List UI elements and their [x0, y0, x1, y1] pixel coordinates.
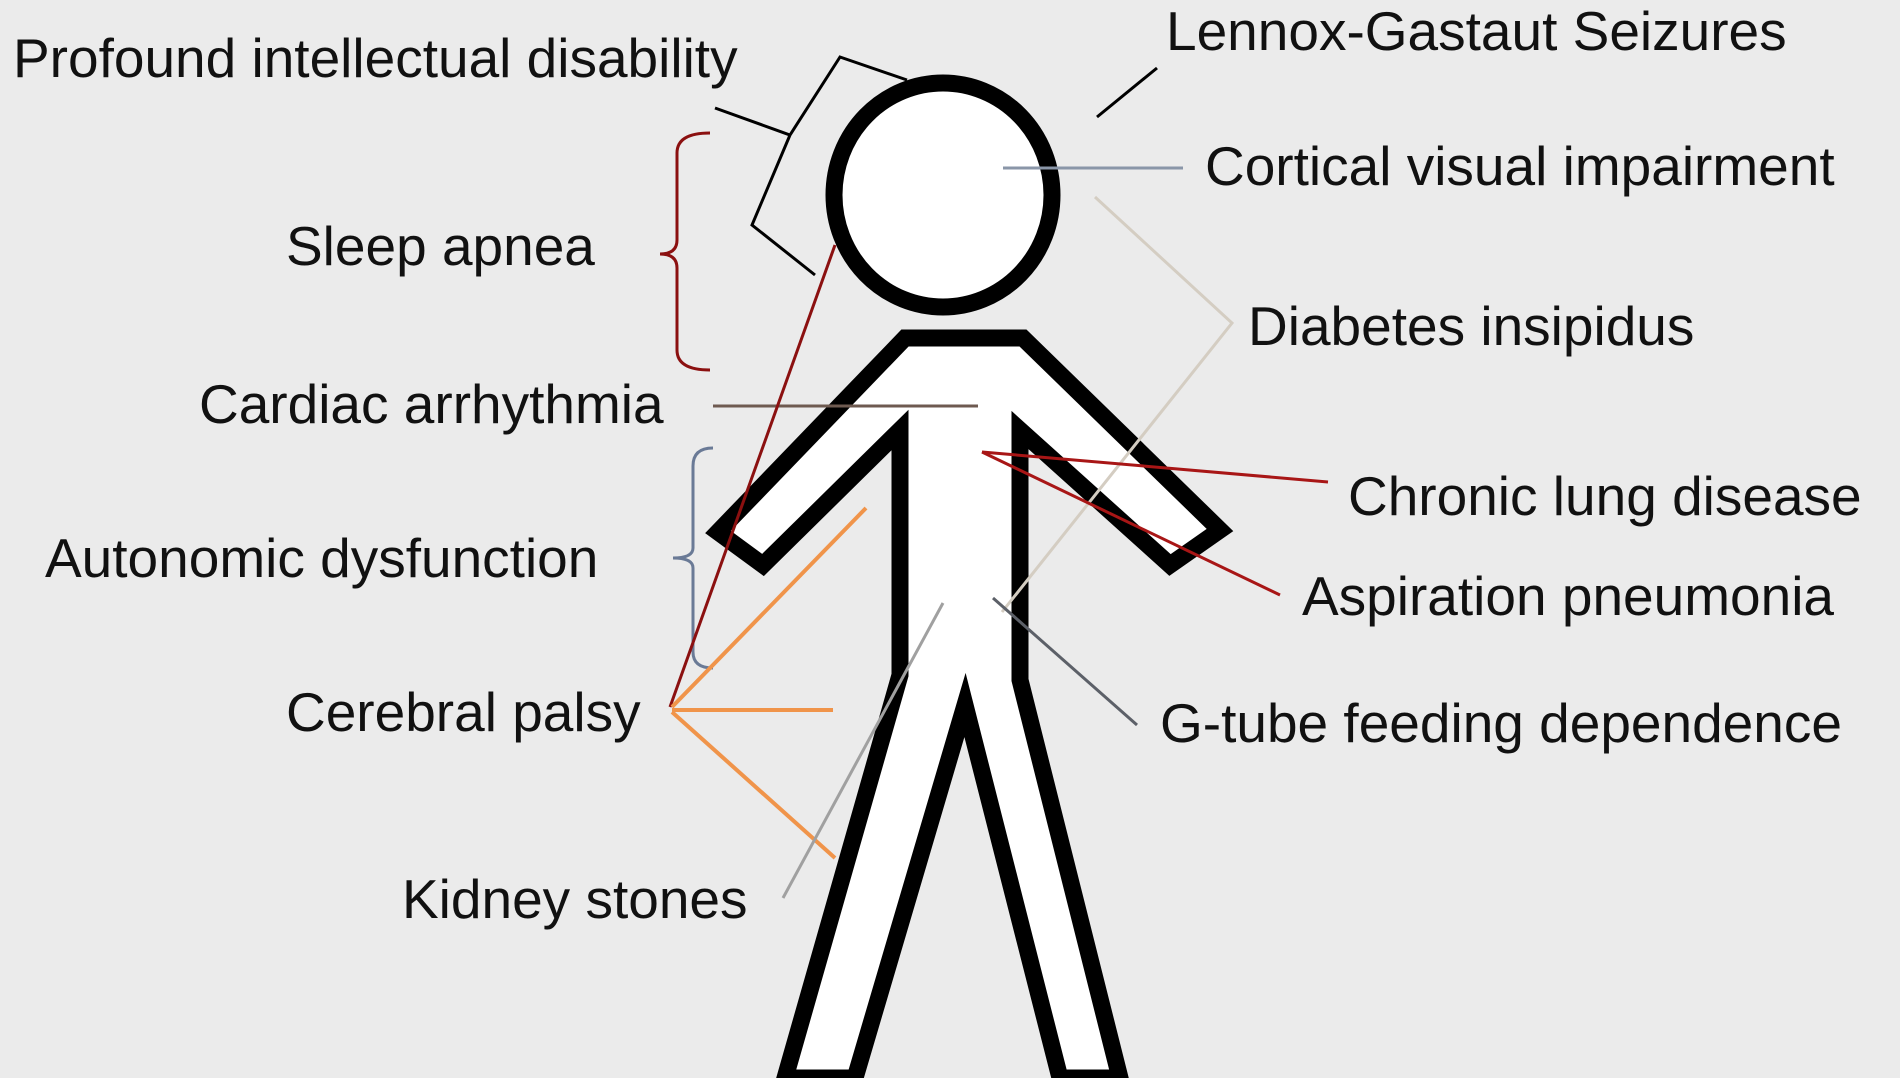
- label-cardiac-arrhythmia: Cardiac arrhythmia: [199, 373, 664, 435]
- label-autonomic-dysfunction: Autonomic dysfunction: [45, 527, 598, 589]
- label-cortical-visual-impairment: Cortical visual impairment: [1205, 135, 1835, 197]
- label-diabetes-insipidus: Diabetes insipidus: [1248, 295, 1694, 357]
- label-g-tube-feeding-dependence: G-tube feeding dependence: [1160, 692, 1842, 754]
- label-lennox-gastaut-seizures: Lennox-Gastaut Seizures: [1166, 0, 1787, 62]
- lennox-gastaut-leader: [1097, 68, 1157, 117]
- cerebral-palsy-leader-lower: [672, 712, 835, 858]
- label-profound-intellectual-disability: Profound intellectual disability: [13, 27, 738, 89]
- label-kidney-stones: Kidney stones: [402, 868, 748, 930]
- label-chronic-lung-disease: Chronic lung disease: [1348, 465, 1862, 527]
- autonomic-dysfunction-bracket: [673, 448, 713, 668]
- label-aspiration-pneumonia: Aspiration pneumonia: [1302, 565, 1834, 627]
- label-sleep-apnea: Sleep apnea: [286, 215, 595, 277]
- sleep-apnea-bracket: [660, 133, 710, 370]
- figure-head: [834, 83, 1052, 307]
- label-cerebral-palsy: Cerebral palsy: [286, 681, 641, 743]
